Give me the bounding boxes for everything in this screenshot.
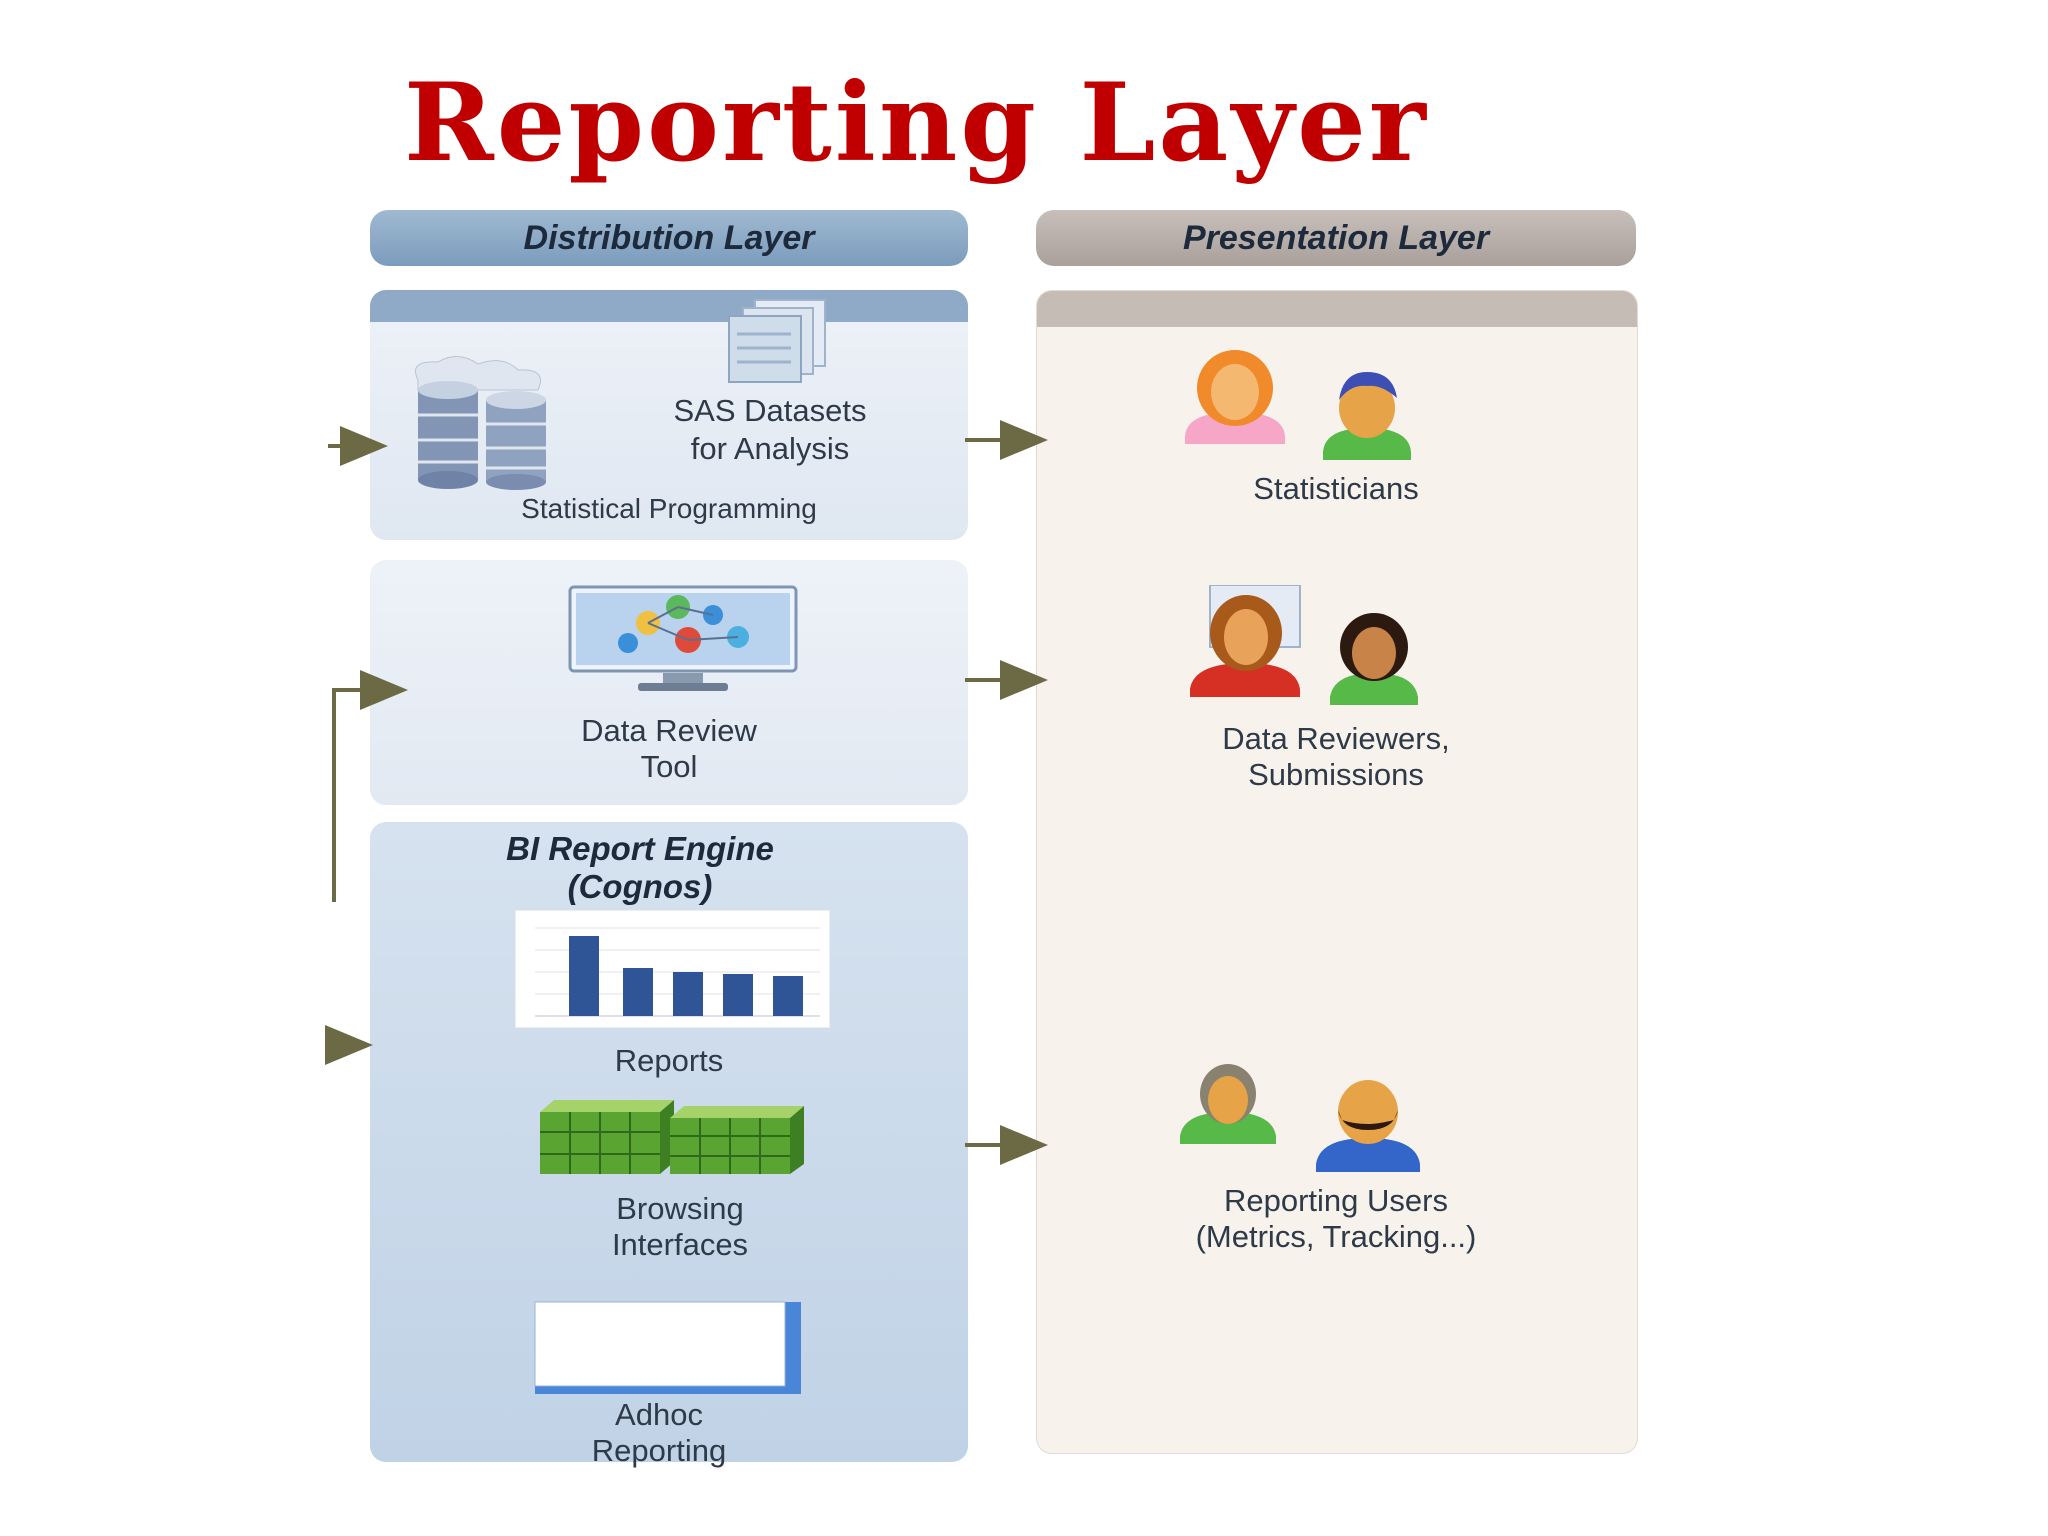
database-icon xyxy=(415,356,546,490)
documents-icon xyxy=(728,299,826,383)
grid-blocks-icon xyxy=(540,1100,804,1174)
bi-engine-title-line2: (Cognos) xyxy=(567,868,713,905)
data-review-label-line2: Tool xyxy=(640,749,698,784)
blank-window-icon xyxy=(534,1301,801,1394)
statisticians-people-icon xyxy=(1185,350,1411,460)
arrow-into-data-review xyxy=(332,670,408,902)
presentation-panel xyxy=(1036,290,1638,1454)
data-review-label-line1: Data Review xyxy=(581,713,757,748)
distribution-layer-header: Distribution Layer xyxy=(370,210,968,266)
data-reviewers-label-line1: Data Reviewers, xyxy=(1222,721,1450,756)
page-title: Reporting Layer xyxy=(404,60,1429,186)
statisticians-label: Statisticians xyxy=(1253,471,1419,506)
sas-datasets-label-line2: for Analysis xyxy=(690,431,850,466)
adhoc-label-line1: Adhoc xyxy=(615,1397,703,1432)
sas-datasets-label-line1: SAS Datasets xyxy=(673,393,867,428)
monitor-chart-icon xyxy=(568,585,798,691)
data-reviewers-people-icon xyxy=(1190,585,1418,705)
adhoc-label-line2: Reporting xyxy=(591,1433,727,1468)
reporting-users-label-line1: Reporting Users xyxy=(1224,1183,1448,1218)
browsing-label-line1: Browsing xyxy=(616,1191,744,1226)
reports-label: Reports xyxy=(614,1043,724,1078)
statistical-programming-caption: Statistical Programming xyxy=(521,493,817,524)
data-reviewers-label-line2: Submissions xyxy=(1248,757,1424,792)
bi-engine-title-line1: BI Report Engine xyxy=(506,830,774,867)
presentation-layer-header: Presentation Layer xyxy=(1036,210,1636,266)
bar-chart-icon xyxy=(515,910,830,1028)
reporting-users-people-icon xyxy=(1180,1064,1420,1172)
reporting-users-label-line2: (Metrics, Tracking...) xyxy=(1195,1219,1477,1254)
browsing-label-line2: Interfaces xyxy=(611,1227,749,1262)
